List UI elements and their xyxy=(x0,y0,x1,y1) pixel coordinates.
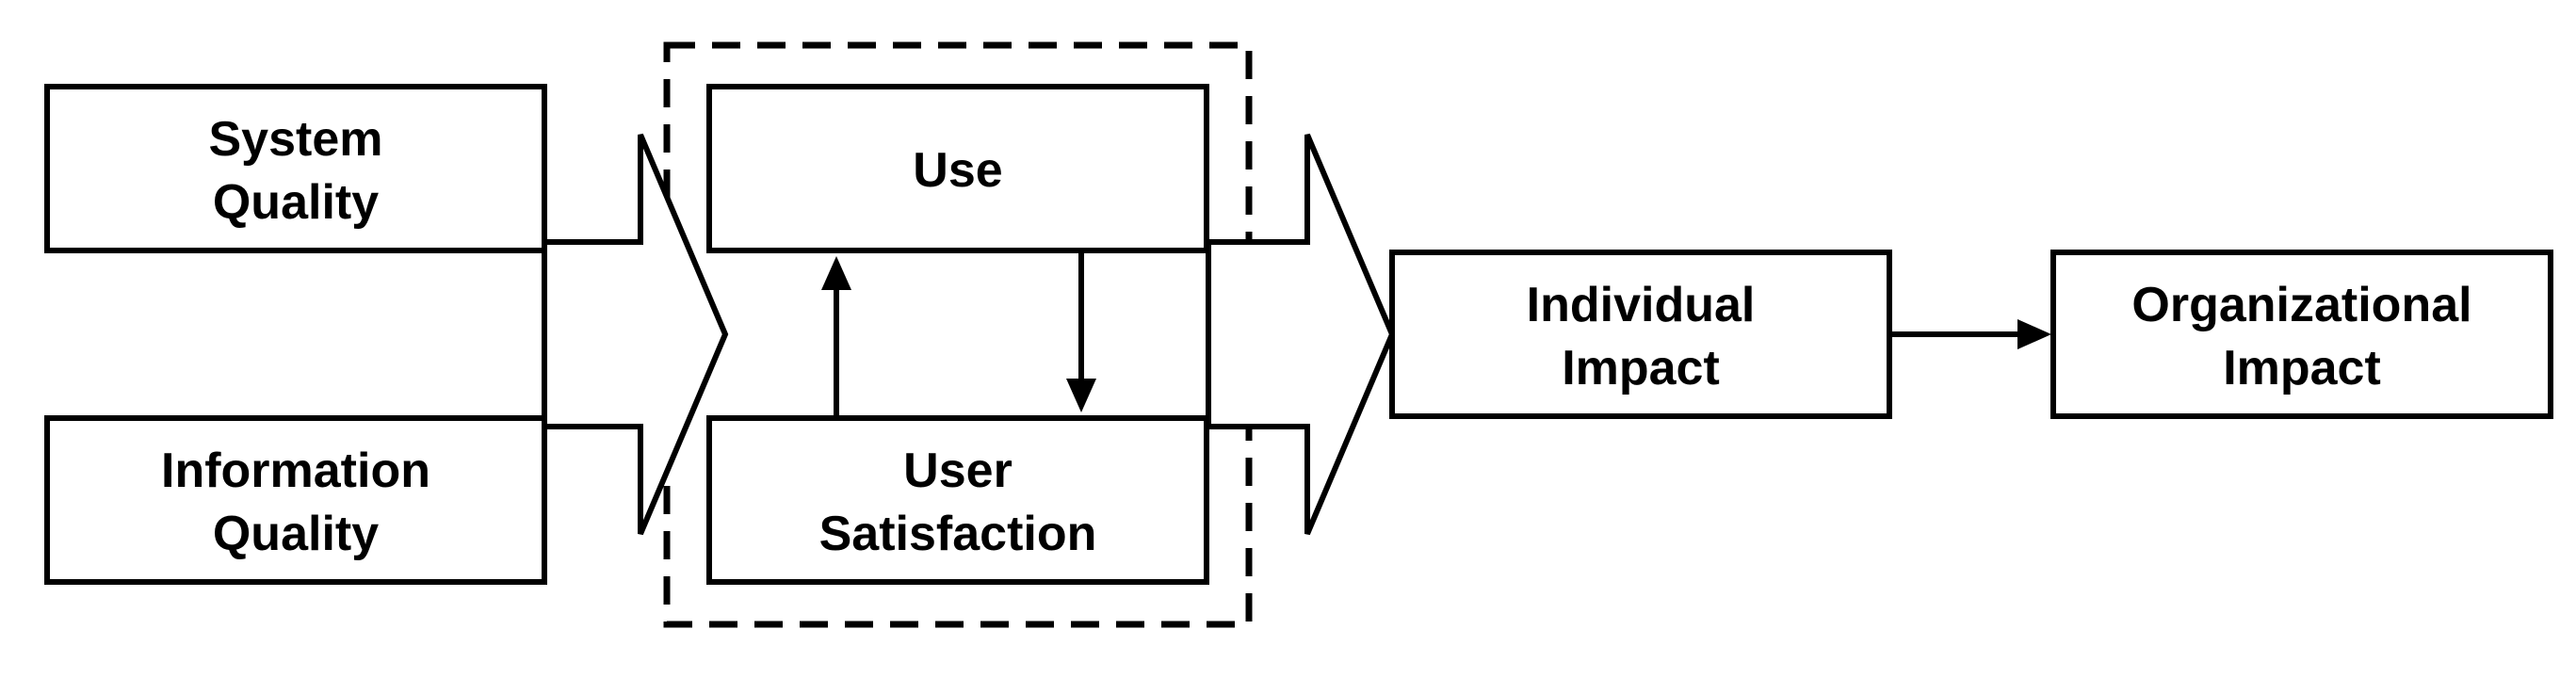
arrow-use-to-satisfaction-head xyxy=(1066,379,1096,412)
information-quality-label-line1: Information xyxy=(161,444,430,498)
organizational-impact-label-line1: Organizational xyxy=(2131,278,2471,332)
use-label: Use xyxy=(913,143,1002,198)
information-quality-box xyxy=(44,415,547,585)
system-quality-label-line1: System xyxy=(209,112,383,167)
organizational-impact-label-line2: Impact xyxy=(2223,341,2381,396)
organizational-impact-box xyxy=(2050,250,2553,419)
user-satisfaction-box xyxy=(706,415,1209,585)
information-quality-label-line2: Quality xyxy=(213,507,379,561)
individual-impact-label-line1: Individual xyxy=(1527,278,1756,332)
individual-impact-label-line2: Impact xyxy=(1562,341,1720,396)
user-satisfaction-label-line2: Satisfaction xyxy=(819,507,1097,561)
hollow-arrow-use-to-individual xyxy=(1206,133,1396,536)
arrow-satisfaction-to-use-head xyxy=(821,256,851,290)
system-quality-box xyxy=(44,84,547,253)
user-satisfaction-label-line1: User xyxy=(903,444,1013,498)
hollow-arrow-quality-to-use xyxy=(542,133,729,536)
system-quality-label-line2: Quality xyxy=(213,175,379,230)
use-box xyxy=(706,84,1209,253)
arrow-individual-to-organizational-head xyxy=(2017,319,2051,349)
